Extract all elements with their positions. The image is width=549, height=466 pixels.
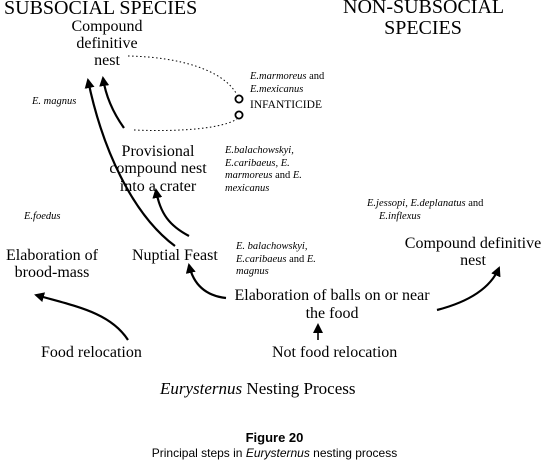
species-e-magnus: E. magnus [32, 96, 77, 107]
node-food-relocation: Food relocation [41, 344, 142, 361]
node-provisional-compound-nest: Provisional compound nest into a crater [93, 143, 223, 195]
infanticide-species: E.marmoreus and E.mexicanus [250, 71, 324, 96]
header-subsocial: SUBSOCIAL SPECIES [4, 0, 198, 19]
header-nonsubsocial-line1: NON-SUBSOCIAL [343, 0, 505, 18]
arrow-balls-to-nonnest [436, 266, 501, 312]
provisional-species-line3: marmoreus and E. [225, 170, 302, 182]
arrow-nuptial-to-subnest [84, 78, 176, 247]
node-elaboration-balls: Elaboration of balls on or near the food [224, 287, 440, 322]
arrow-balls-to-nuptial [185, 263, 227, 300]
node-compound-definitive-nest-subsocial: Compound definitive nest [62, 18, 152, 69]
infanticide-species-line2: E.mexicanus [250, 83, 304, 95]
process-label-rest: Nesting Process [242, 379, 356, 398]
provisional-species-line2: E.caribaeus, E. [225, 157, 290, 169]
node-line: Compound definitive [404, 235, 542, 252]
node-line: Elaboration of balls on or near [234, 287, 430, 304]
node-elaboration-brood-mass: Elaboration of brood-mass [0, 247, 106, 282]
process-label-genus: Eurysternus [160, 379, 243, 398]
figure-caption-title: Figure 20 [245, 430, 304, 445]
header-nonsubsocial: NON-SUBSOCIAL SPECIES [343, 0, 505, 39]
process-label: Eurysternus Nesting Process [160, 379, 356, 399]
figure-caption-text: Principal steps in Eurysternus nesting p… [151, 446, 398, 460]
arrow-provisional-to-subnest [99, 76, 125, 129]
infanticide-marker-top [234, 94, 244, 104]
nuptial-species: E. balachowskyi, E.caribaeus and E. magn… [236, 241, 316, 279]
nuptial-species-line1: E. balachowskyi, [236, 241, 308, 252]
header-nonsubsocial-line2: SPECIES [384, 17, 462, 39]
nuptial-species-line3: magnus [236, 266, 269, 278]
provisional-species: E.balachowskyi, E.caribaeus, E. marmoreu… [225, 145, 302, 195]
provisional-species-line4: mexicanus [225, 182, 270, 194]
node-line: nest [460, 252, 486, 270]
infanticide-species-line1: E.marmoreus and [250, 71, 325, 82]
arrow-food-to-brood [34, 292, 129, 341]
node-line: definitive [76, 34, 138, 52]
infanticide-label: INFANTICIDE [250, 99, 322, 111]
species-e-foedus: E.foedus [24, 211, 61, 222]
provisional-species-line1: E.balachowskyi, [225, 145, 294, 156]
node-line: compound nest [109, 160, 207, 178]
infanticide-arc-top [127, 55, 237, 94]
nonsubsocial-species-line2: E.inflexus [379, 210, 421, 222]
node-line: the food [305, 304, 359, 322]
node-line: brood-mass [14, 264, 90, 282]
infanticide-marker-bottom [234, 110, 244, 120]
node-line: into a crater [119, 177, 197, 195]
node-line: nest [94, 51, 120, 69]
node-line: Compound [71, 18, 143, 35]
node-line: Elaboration of [6, 247, 98, 264]
node-line: Provisional [121, 143, 195, 160]
nuptial-species-line2: E.caribaeus and E. [236, 253, 316, 265]
nonsubsocial-species-line1: E.jessopi, E.deplanatus and [367, 198, 484, 209]
node-nuptial-feast: Nuptial Feast [132, 247, 218, 264]
nonsubsocial-species: E.jessopi, E.deplanatus and E.inflexus [367, 198, 483, 223]
infanticide-arc-bottom [133, 118, 238, 132]
node-compound-definitive-nest-nonsubsocial: Compound definitive nest [393, 235, 549, 270]
arrow-nuptial-to-provisional [152, 188, 190, 237]
node-not-food-relocation: Not food relocation [272, 344, 398, 361]
